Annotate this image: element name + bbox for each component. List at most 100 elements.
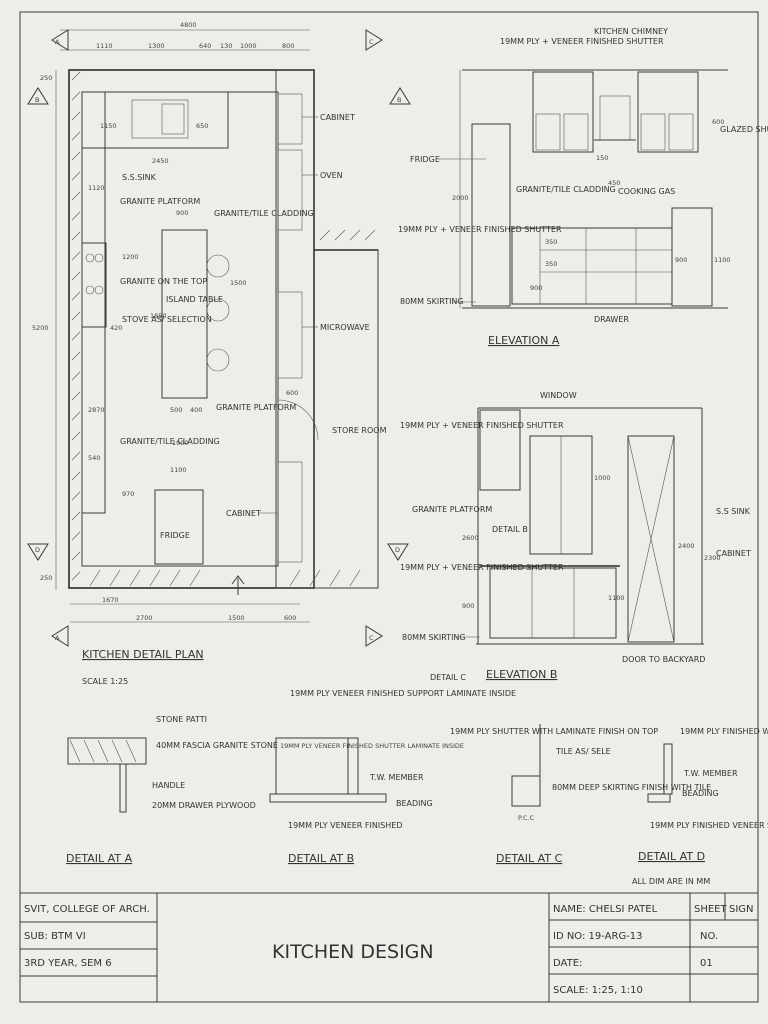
- section-marker-a-bottom-icon: A: [51, 625, 69, 647]
- section-marker-d-left-icon: D: [27, 543, 49, 561]
- svg-text:C: C: [369, 634, 374, 642]
- elev-a-label-veneer: 19MM PLY + VENEER FINISHED SHUTTER: [398, 225, 562, 234]
- elev-b-label-skirting: 80MM SKIRTING: [402, 633, 466, 642]
- svg-text:D: D: [35, 546, 40, 554]
- detail-b-label: T.W. MEMBER: [369, 773, 424, 782]
- plan-label-granite-platform: GRANITE PLATFORM: [120, 197, 200, 206]
- plan-label-oven: OVEN: [320, 171, 343, 180]
- plan-label-store-room: STORE ROOM: [332, 426, 387, 435]
- detail-a-label: 20MM DRAWER PLYWOOD: [152, 801, 256, 810]
- plan-dim: 130: [220, 42, 232, 50]
- plan-dim: 500: [170, 406, 182, 414]
- plan-dim: 900: [176, 209, 188, 217]
- elev-b-label-cabinet: CABINET: [716, 549, 751, 558]
- detail-a-label: HANDLE: [152, 781, 185, 790]
- plan-dim: 1850: [150, 312, 167, 320]
- section-marker-c-top-icon: C: [365, 29, 383, 51]
- elev-a-dim: 450: [608, 179, 620, 187]
- elev-b-label-detail-b: DETAIL B: [492, 525, 528, 534]
- detail-b-label: BEADING: [396, 799, 433, 808]
- svg-text:A: A: [55, 38, 60, 46]
- plan-dim: 2700: [136, 614, 153, 622]
- elev-a-dim: 2000: [452, 194, 469, 202]
- plan-dim: 5200: [32, 324, 49, 332]
- svg-text:D: D: [395, 546, 400, 554]
- plan-label-island: ISLAND TABLE: [166, 295, 223, 304]
- elev-a-label-skirting: 80MM SKIRTING: [400, 297, 464, 306]
- id-number: ID NO: 19-ARG-13: [553, 931, 643, 942]
- left-counter: [81, 147, 106, 514]
- plan-label-granite-top: GRANITE ON THE TOP: [120, 277, 207, 286]
- plan-dim: 650: [196, 122, 208, 130]
- title-block: SVIT, COLLEGE OF ARCH. SUB: BTM VI 3RD Y…: [20, 892, 758, 1002]
- detail-c-title: DETAIL AT C: [496, 852, 563, 865]
- detail-c-label: P.C.C: [518, 814, 535, 822]
- svg-text:A: A: [55, 634, 60, 642]
- svg-text:B: B: [35, 96, 39, 104]
- section-marker-c-bottom-icon: C: [365, 625, 383, 647]
- detail-b-label: 19MM PLY VENEER FINISHED SUPPORT LAMINAT…: [290, 689, 516, 698]
- plan-dim: 250: [40, 74, 52, 82]
- year-semester: 3RD YEAR, SEM 6: [24, 958, 112, 969]
- elev-a-dim: 350: [545, 260, 557, 268]
- detail-b-label: 19MM PLY VENEER FINISHED SHUTTER LAMINAT…: [280, 742, 464, 750]
- drawing-title: KITCHEN DESIGN: [272, 941, 434, 963]
- elev-a-dim: 900: [530, 284, 542, 292]
- plan-dim: 800: [282, 42, 294, 50]
- chimney-icon: [599, 95, 631, 141]
- elevation-a: 600 2000 900 1100 150 450 350 350 900 19…: [398, 27, 768, 347]
- plan-dim: 1100: [170, 466, 187, 474]
- elev-b-dim: 2400: [678, 542, 695, 550]
- plan-dim: 600: [284, 614, 296, 622]
- student-name: NAME: CHELSI PATEL: [553, 904, 658, 915]
- date-field: DATE:: [553, 958, 582, 969]
- section-marker-d-right-icon: D: [387, 543, 409, 561]
- elev-a-label-glazed: GLAZED SHUTTER: [720, 125, 768, 134]
- elev-b-label-shutter: 19MM PLY + VENEER FINISHED SHUTTER: [400, 421, 564, 430]
- scale-field: SCALE: 1:25, 1:10: [553, 985, 643, 996]
- elev-a-dim: 1100: [714, 256, 731, 264]
- elev-b-label-window: WINDOW: [540, 391, 577, 400]
- college-name: SVIT, COLLEGE OF ARCH.: [24, 904, 150, 915]
- elev-a-fridge: [471, 123, 511, 307]
- elev-b-label-granite: GRANITE PLATFORM: [412, 505, 492, 514]
- elev-a-dim: 350: [545, 238, 557, 246]
- sheet-border: [19, 11, 759, 1003]
- plan-dim: 970: [122, 490, 134, 498]
- detail-a-label: 40MM FASCIA GRANITE STONE: [156, 741, 278, 750]
- detail-b-label: 19MM PLY VENEER FINISHED: [288, 821, 403, 830]
- plan-label-fridge: FRIDGE: [160, 531, 190, 540]
- elev-b-label-door: DOOR TO BACKYARD: [622, 655, 705, 664]
- sheet-label: SHEET: [694, 904, 728, 915]
- subject: SUB: BTM VI: [24, 931, 86, 942]
- detail-d-label: 19MM PLY FINISHED WITH VENEER: [680, 727, 768, 736]
- plan-dim: 250: [40, 574, 52, 582]
- plan-dim: 1000: [172, 439, 189, 447]
- door-icon: [627, 435, 675, 643]
- plan-dim: 540: [88, 454, 100, 462]
- elevation-a-title: ELEVATION A: [488, 334, 560, 347]
- plan-dim: 640: [199, 42, 211, 50]
- detail-c-label: 80MM DEEP SKIRTING FINISH WITH TILE: [552, 783, 711, 792]
- stool-icon: [206, 298, 230, 322]
- sink-icon: [131, 99, 189, 139]
- svg-text:C: C: [369, 38, 374, 46]
- sheet-number: 01: [700, 958, 713, 969]
- elev-a-label-drawer: DRAWER: [594, 315, 629, 324]
- plan-dim-total: 4800: [180, 21, 197, 29]
- section-marker-a-top-icon: A: [51, 29, 69, 51]
- detail-d-label: 19MM PLY FINISHED VENEER SHUTTER: [650, 821, 768, 830]
- stove-icon: [81, 242, 107, 328]
- plan-right-wall: [275, 69, 315, 589]
- detail-d: 19MM PLY FINISHED WITH VENEER T.W. MEMBE…: [632, 727, 768, 886]
- plan-dim: 2870: [88, 406, 105, 414]
- plan-dim: 1200: [122, 253, 139, 261]
- plan-label-granite-platform-2: GRANITE PLATFORM: [216, 403, 296, 412]
- plan-dim: 420: [110, 324, 122, 332]
- plan-dim: 1120: [88, 184, 105, 192]
- elev-b-dim: 1100: [608, 594, 625, 602]
- section-marker-b-left-icon: B: [27, 87, 49, 105]
- detail-d-label: BEADING: [682, 789, 719, 798]
